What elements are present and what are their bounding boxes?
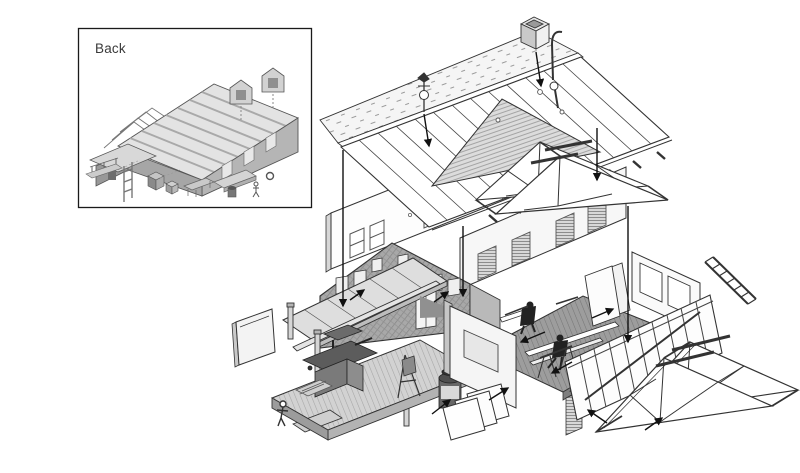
- back-view-inset: Back: [77, 27, 313, 209]
- sign-panel: [231, 308, 276, 368]
- inset-loading-dock-part: [85, 157, 123, 179]
- inset-back-wall-windows: [221, 131, 277, 181]
- worker-figure-2: [547, 334, 568, 371]
- worker-figure-dock: [276, 400, 289, 427]
- inset-back-door: [108, 166, 116, 180]
- floor-arrow-3: [550, 361, 573, 374]
- ladder: [704, 256, 757, 305]
- floor-arrow-2: [591, 307, 615, 319]
- chimney-arrow: [535, 51, 545, 88]
- roof-ridge-board: [337, 52, 584, 148]
- inset-tire-part: [265, 171, 275, 181]
- inset-building-back-view: [85, 67, 299, 202]
- main-exploded-view: [231, 16, 800, 441]
- roof-mount-holes: [495, 89, 565, 123]
- louvered-windows: [477, 198, 607, 281]
- roof-truss-assembly: [474, 139, 669, 215]
- inset-roof-seams: [129, 91, 287, 173]
- weathervane: [417, 72, 430, 112]
- inset-roof-framing: [103, 107, 171, 149]
- floor-arrow-1: [519, 331, 546, 344]
- a-frame-easel: [397, 354, 421, 399]
- wall-panel-arrow: [431, 399, 452, 415]
- gable-arrow-1: [349, 289, 366, 301]
- assembly-arrows: [338, 51, 664, 431]
- inset-dormer-2: [261, 67, 285, 108]
- roof-assembly: [319, 16, 673, 231]
- gable-arrow-2: [433, 291, 450, 303]
- diagonal-brace: [584, 311, 701, 401]
- deck-left-skirt: [271, 397, 329, 441]
- stove-pipe: [549, 30, 563, 109]
- pallet: [295, 379, 333, 397]
- stud-wall-arrow: [586, 409, 608, 424]
- inset-dormer-1: [229, 79, 253, 120]
- inset-label: Back: [95, 41, 126, 56]
- left-wall-panel: [443, 299, 583, 436]
- window-cutout: [463, 329, 499, 373]
- chimney: [519, 16, 551, 50]
- glazing-arrow: [488, 387, 510, 401]
- sawmill-machine: [301, 324, 379, 398]
- inset-figure-part: [252, 181, 260, 198]
- frame-arrow: [644, 417, 664, 431]
- bottom-roof-trusses: [594, 334, 800, 433]
- inset-leader-lines: [117, 159, 181, 179]
- weathervane-arrow: [423, 113, 433, 148]
- inset-trestle-part: [123, 162, 133, 202]
- inset-barrel-part: [227, 186, 237, 198]
- hand-tools: [504, 296, 579, 316]
